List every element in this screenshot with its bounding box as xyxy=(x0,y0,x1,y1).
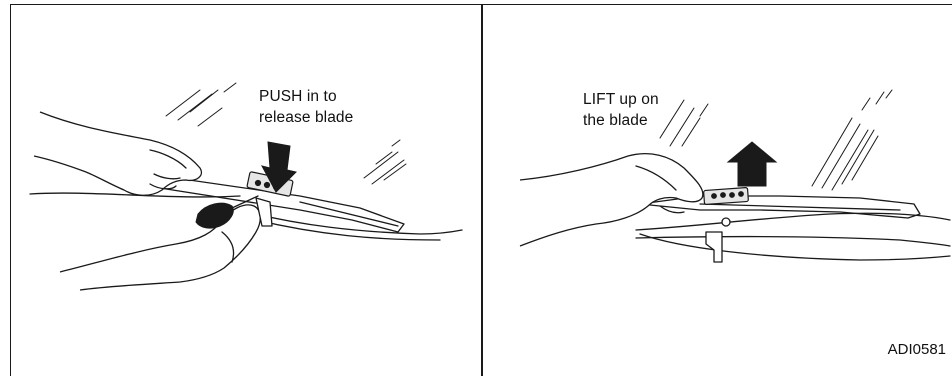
left-caption-line-1: PUSH in to xyxy=(259,86,337,107)
up-arrow-icon xyxy=(728,142,776,186)
right-caption-line-1: LIFT up on xyxy=(583,89,659,110)
right-wiper-blade xyxy=(636,196,950,260)
left-hand-upper xyxy=(34,112,201,195)
right-caption-line-2: the blade xyxy=(583,110,648,131)
left-caption-line-2: release blade xyxy=(259,107,353,128)
right-windshield-reflection xyxy=(660,90,892,190)
right-clip xyxy=(704,187,749,204)
figure-code: ADI0581 xyxy=(888,341,946,358)
